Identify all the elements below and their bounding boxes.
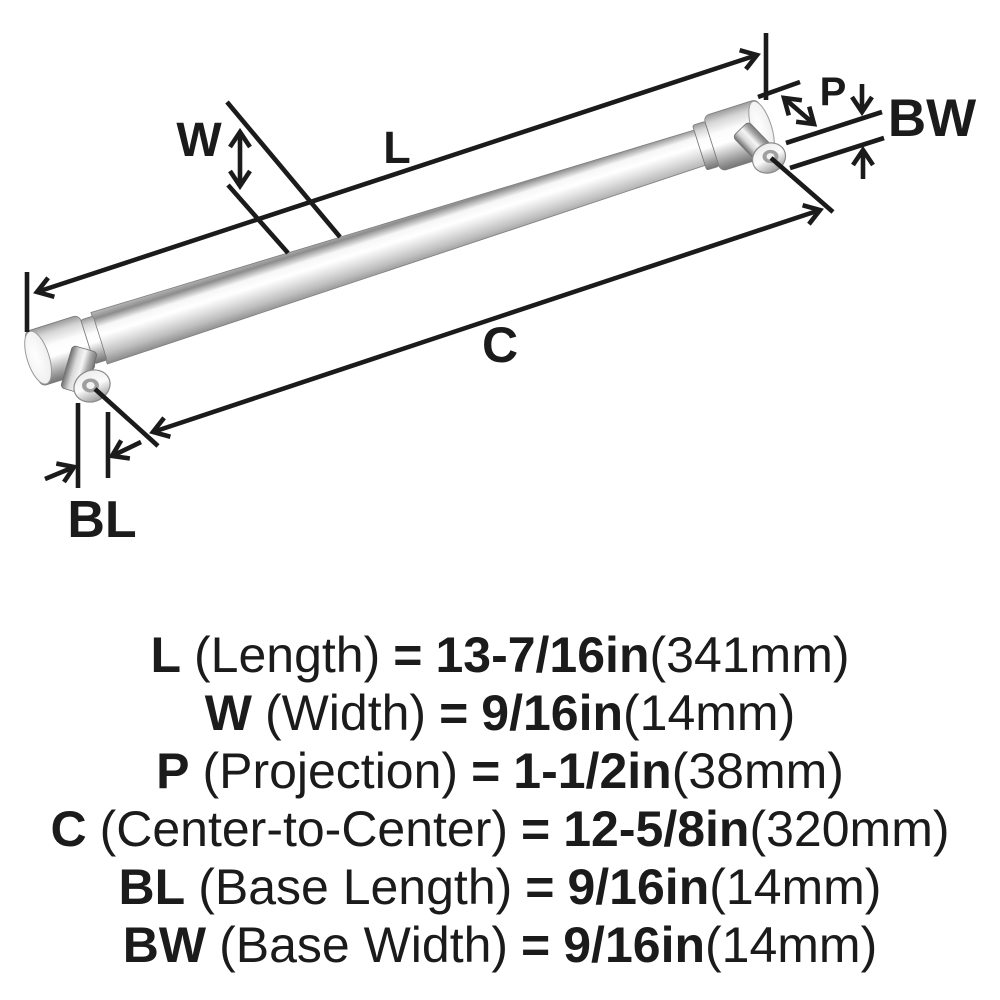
handle-dimension-diagram: L W P C BL BW — [24, 33, 976, 549]
spec-name: (Projection) — [202, 743, 459, 799]
spec-value: 1-1/2in — [513, 743, 672, 799]
label-base-width: BW — [888, 89, 976, 148]
bl-arrow-left — [44, 461, 78, 484]
spec-metric: (14mm) — [623, 685, 796, 741]
w-tick-upper — [225, 100, 342, 239]
label-projection: P — [820, 70, 847, 114]
spec-name: (Center-to-Center) — [99, 801, 509, 857]
spec-metric: (14mm) — [709, 859, 882, 915]
c-leader-right — [769, 156, 835, 214]
handle-left-cap-face — [24, 330, 52, 385]
dim-projection — [757, 79, 818, 127]
c-leader-left — [93, 387, 160, 448]
label-length: L — [383, 122, 411, 173]
spec-row-projection: P(Projection)=1-1/2in(38mm) — [0, 742, 1000, 800]
bw-lower-line — [789, 135, 885, 171]
c-dimension-line — [149, 203, 824, 439]
spec-code: BL — [118, 859, 186, 915]
spec-equals: = — [521, 801, 551, 857]
bl-arrow-right — [108, 439, 142, 461]
spec-row-length: L(Length)=13-7/16in(341mm) — [0, 626, 1000, 684]
spec-name: (Width) — [264, 685, 427, 741]
spec-name: (Length) — [194, 627, 381, 683]
spec-metric: (38mm) — [671, 743, 844, 799]
spec-equals: = — [521, 917, 551, 973]
bw-upper-line — [785, 109, 883, 146]
spec-row-width: W(Width)=9/16in(14mm) — [0, 684, 1000, 742]
p-top-tick — [757, 79, 801, 100]
spec-equals: = — [525, 859, 555, 915]
spec-name: (Base Width) — [219, 917, 509, 973]
spec-value: 12-5/8in — [563, 801, 750, 857]
left-screw-hole-center — [86, 381, 95, 390]
spec-metric: (341mm) — [649, 627, 850, 683]
spec-metric: (320mm) — [749, 801, 950, 857]
spec-value: 9/16in — [563, 917, 705, 973]
dim-base-length — [44, 403, 142, 488]
dim-length — [24, 33, 769, 332]
p-arrow — [780, 95, 818, 127]
dim-width — [225, 100, 342, 255]
spec-value: 9/16in — [481, 685, 624, 741]
label-center-to-center: C — [482, 317, 518, 373]
dim-center-to-center — [93, 156, 835, 448]
label-width: W — [176, 114, 222, 167]
spec-row-base-length: BL(Base Length)=9/16in(14mm) — [0, 858, 1000, 916]
label-base-length: BL — [67, 491, 136, 549]
spec-code: P — [156, 743, 190, 799]
spec-value: 13-7/16in — [435, 627, 650, 683]
spec-code: L — [150, 627, 182, 683]
spec-name: (Base Length) — [198, 859, 513, 915]
spec-value: 9/16in — [567, 859, 710, 915]
spec-list: L(Length)=13-7/16in(341mm) W(Width)=9/16… — [0, 626, 1000, 974]
spec-code: BW — [122, 917, 207, 973]
dim-base-width — [785, 84, 885, 179]
spec-row-center-to-center: C(Center-to-Center)=12-5/8in(320mm) — [0, 800, 1000, 858]
spec-code: W — [204, 685, 252, 741]
spec-equals: = — [393, 627, 423, 683]
spec-row-base-width: BW(Base Width)=9/16in(14mm) — [0, 916, 1000, 974]
spec-equals: = — [471, 743, 501, 799]
w-tick-lower — [226, 183, 290, 255]
spec-code: C — [50, 801, 87, 857]
spec-metric: (14mm) — [705, 917, 878, 973]
spec-equals: = — [439, 685, 469, 741]
